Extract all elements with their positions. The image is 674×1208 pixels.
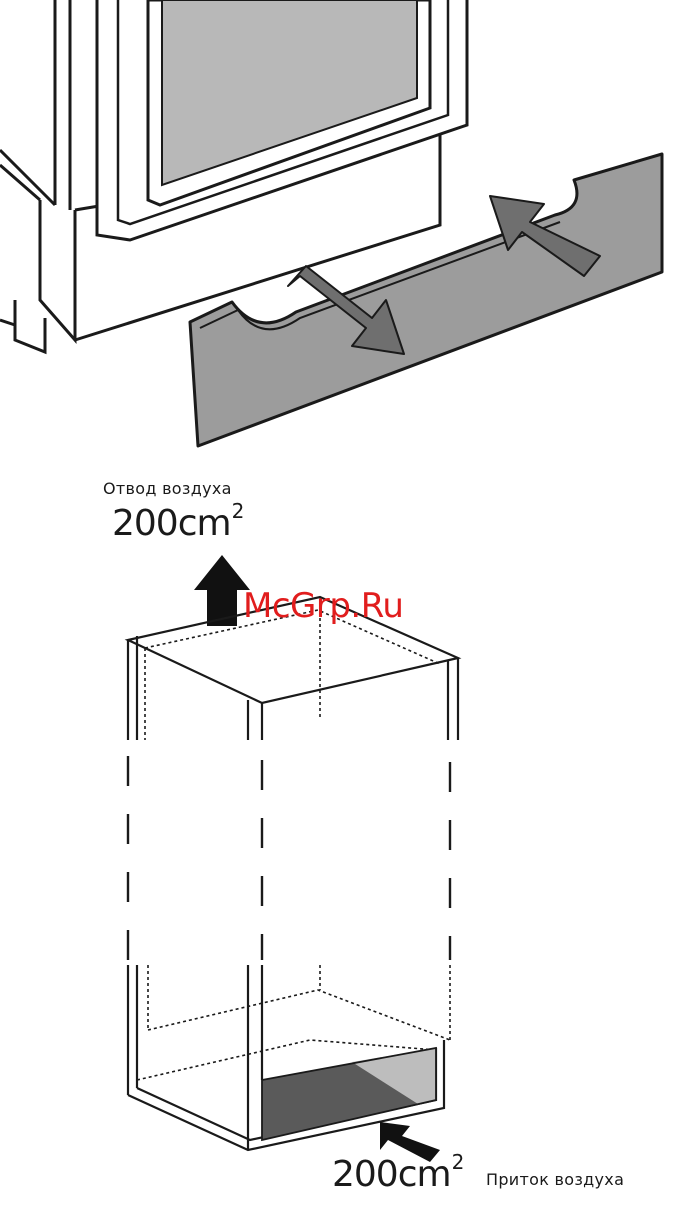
exhaust-area-value: 200cm [112, 503, 231, 544]
exhaust-area-exponent: 2 [232, 499, 244, 523]
intake-label: Приток воздуха [486, 1170, 624, 1189]
exhaust-area: 200cm2 [112, 503, 243, 544]
exhaust-arrow-icon [194, 555, 250, 626]
intake-area: 200cm2 [332, 1154, 463, 1195]
watermark: McGrp.Ru [243, 586, 403, 626]
plinth-ventilation-illustration [0, 0, 674, 460]
intake-area-value: 200cm [332, 1154, 451, 1195]
cabinet-bottom [128, 965, 444, 1150]
cabinet-height-break [128, 756, 450, 960]
oven-door [97, 0, 467, 240]
exhaust-label: Отвод воздуха [103, 479, 232, 498]
plinth-panel [190, 154, 662, 446]
intake-vent-opening [262, 1048, 436, 1140]
intake-area-exponent: 2 [452, 1150, 464, 1174]
